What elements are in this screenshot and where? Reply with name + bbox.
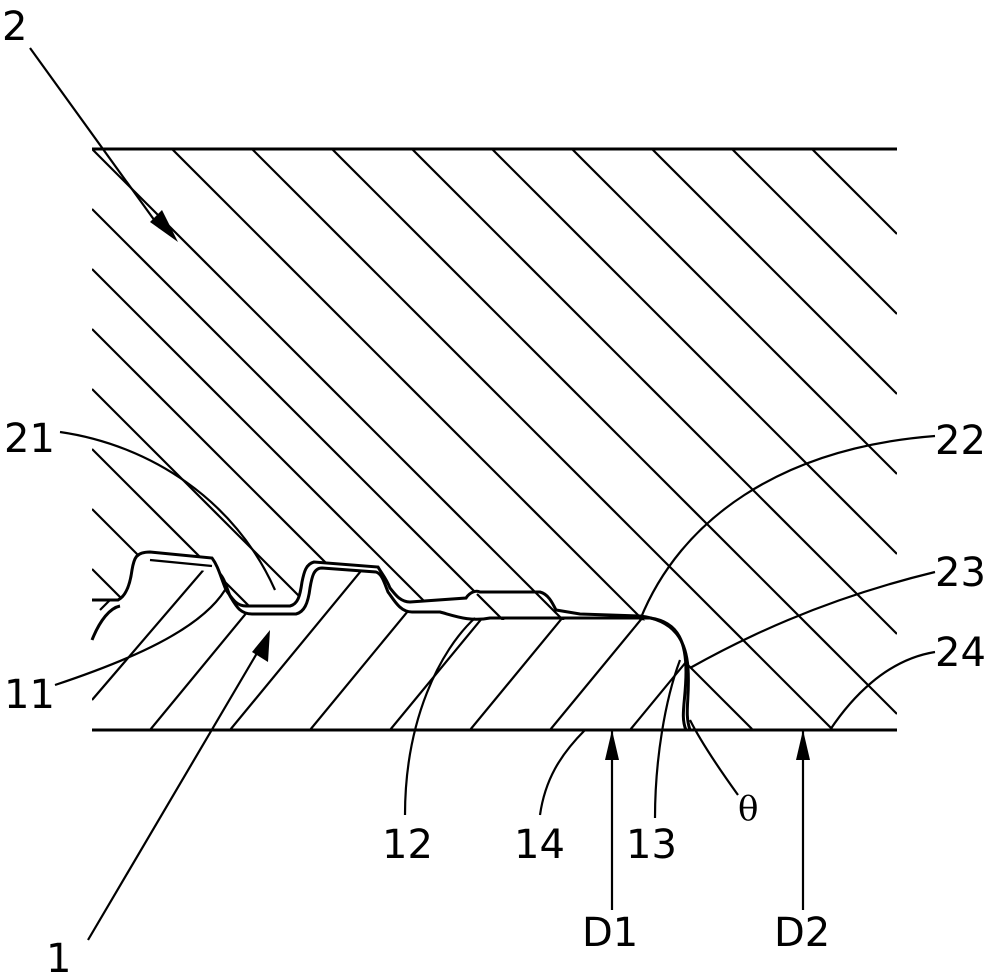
label-dim-d2: D2 bbox=[774, 910, 830, 956]
leader-13 bbox=[653, 659, 682, 819]
label-part-1: 1 bbox=[46, 936, 71, 977]
leader-12 bbox=[403, 617, 476, 816]
arrowhead-d1 bbox=[605, 730, 619, 760]
leader-theta bbox=[689, 719, 739, 796]
part-1-hatching bbox=[92, 560, 688, 730]
label-part-13: 13 bbox=[626, 822, 677, 868]
leader-23 bbox=[689, 570, 936, 669]
leader-11 bbox=[54, 589, 226, 687]
leader-22 bbox=[638, 434, 936, 621]
label-dim-d1: D1 bbox=[582, 910, 638, 956]
label-part-22: 22 bbox=[935, 418, 986, 464]
label-part-12: 12 bbox=[382, 822, 433, 868]
leader-21 bbox=[59, 430, 277, 591]
label-angle-theta: θ bbox=[738, 789, 758, 829]
leader-24 bbox=[829, 650, 936, 731]
label-part-11: 11 bbox=[4, 672, 55, 718]
label-part-14: 14 bbox=[514, 822, 565, 868]
label-part-24: 24 bbox=[935, 630, 986, 676]
leader-lines bbox=[29, 47, 936, 941]
part-1-seal-face bbox=[99, 558, 213, 611]
leader-2 bbox=[29, 47, 161, 229]
arrowhead-d2 bbox=[796, 730, 810, 760]
leader-1 bbox=[87, 647, 261, 941]
label-part-2: 2 bbox=[2, 4, 27, 50]
arrowhead-1 bbox=[252, 630, 270, 662]
label-part-23: 23 bbox=[935, 550, 986, 596]
part-1-thread-profile bbox=[90, 566, 688, 731]
leader-14 bbox=[538, 729, 586, 816]
part-2-hatching bbox=[92, 149, 897, 730]
label-part-21: 21 bbox=[4, 416, 55, 462]
arrowhead-2 bbox=[150, 210, 178, 242]
